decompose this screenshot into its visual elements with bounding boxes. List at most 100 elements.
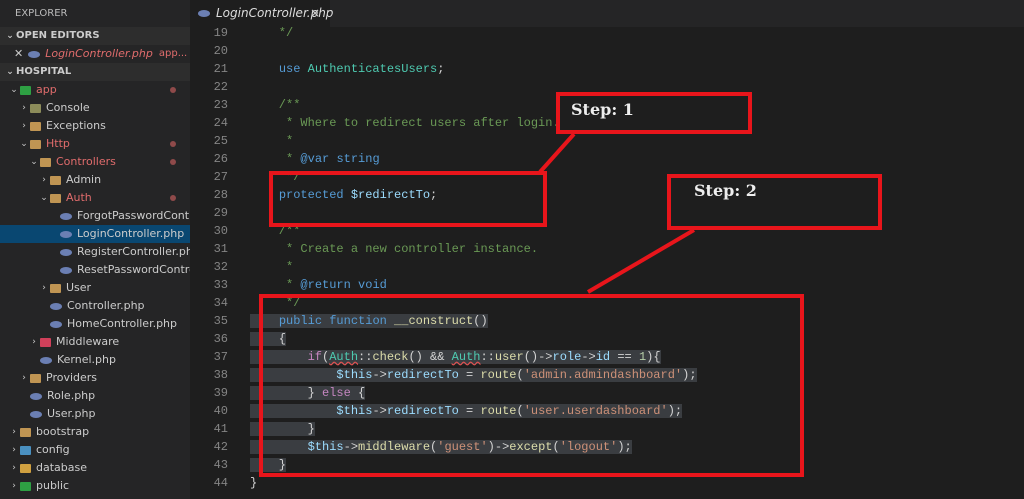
close-icon[interactable]: ✕ xyxy=(14,47,24,60)
tree-item[interactable]: Controller.php xyxy=(0,297,190,315)
chevron-down-icon[interactable]: ⌄ xyxy=(30,157,38,167)
tree-item-label: Role.php xyxy=(47,389,96,402)
tree-item[interactable]: HomeController.php xyxy=(0,315,190,333)
tree-item-label: Auth xyxy=(66,191,92,204)
code-token: $redirectTo xyxy=(350,188,431,202)
tree-item[interactable]: ResetPasswordControll... xyxy=(0,261,190,279)
chevron-right-icon[interactable]: › xyxy=(12,445,16,455)
code-line[interactable]: * Where to redirect users after login. xyxy=(250,114,560,132)
code-line[interactable]: public function __construct() xyxy=(250,312,488,330)
tree-item[interactable]: ›Providers xyxy=(0,369,190,387)
tab-login-controller[interactable]: LoginController.php × xyxy=(190,0,334,27)
tree-item[interactable]: LoginController.php2 xyxy=(0,225,190,243)
php-file-icon xyxy=(60,212,72,220)
open-editor-filename: LoginController.php xyxy=(45,47,153,60)
code-line[interactable]: * xyxy=(250,258,293,276)
code-line[interactable]: * @var string xyxy=(250,150,380,168)
line-number: 29 xyxy=(213,206,228,220)
file-tree: ⌄app›Console›Exceptions⌄Http⌄Controllers… xyxy=(0,81,190,495)
code-line[interactable]: * xyxy=(250,132,293,150)
code-token: * Where to redirect users after login. xyxy=(250,116,560,130)
folder-icon xyxy=(50,175,61,185)
chevron-right-icon[interactable]: › xyxy=(42,175,46,185)
code-line[interactable]: } xyxy=(250,420,315,438)
tree-item[interactable]: ›Exceptions xyxy=(0,117,190,135)
tree-item-label: Controller.php xyxy=(67,299,145,312)
problem-count: 2 xyxy=(189,225,190,243)
tree-item[interactable]: ⌄ Auth xyxy=(0,189,190,207)
tree-item[interactable]: ⌄Controllers xyxy=(0,153,190,171)
code-token: ()-> xyxy=(523,350,553,364)
tab-label: LoginController.php xyxy=(216,6,334,20)
code-line[interactable]: * @return void xyxy=(250,276,387,294)
chevron-down-icon[interactable]: ⌄ xyxy=(20,139,28,149)
open-editor-path: app... xyxy=(158,48,188,59)
tree-item[interactable]: ⌄Http xyxy=(0,135,190,153)
tree-item[interactable]: Role.php xyxy=(0,387,190,405)
code-line[interactable]: $this->redirectTo = route('user.userdash… xyxy=(250,402,683,420)
code-token: } xyxy=(250,422,315,436)
chevron-right-icon[interactable]: › xyxy=(42,283,46,293)
code-line[interactable]: $this->middleware('guest')->except('logo… xyxy=(250,438,632,456)
tree-item[interactable]: › Middleware xyxy=(0,333,190,351)
tree-item-label: Middleware xyxy=(56,335,120,348)
code-line[interactable]: } xyxy=(250,474,257,492)
tree-item[interactable]: ›config xyxy=(0,441,190,459)
code-line[interactable]: /** xyxy=(250,222,301,240)
tree-item[interactable]: ›Admin xyxy=(0,171,190,189)
tree-item-label: ResetPasswordControll... xyxy=(77,263,190,276)
code-line[interactable]: $this->redirectTo = route('admin.adminda… xyxy=(250,366,697,384)
chevron-right-icon[interactable]: › xyxy=(22,373,26,383)
code-line[interactable]: /** xyxy=(250,96,301,114)
chevron-right-icon[interactable]: › xyxy=(12,463,16,473)
open-editors-header[interactable]: ⌄OPEN EDITORS xyxy=(0,27,190,45)
project-header[interactable]: ⌄HOSPITAL xyxy=(0,63,190,81)
tree-item[interactable]: ›public xyxy=(0,477,190,495)
php-file-icon xyxy=(30,410,42,418)
code-token: protected xyxy=(278,188,344,202)
line-number: 32 xyxy=(213,260,228,274)
step1-label-box xyxy=(556,92,752,134)
line-number: 28 xyxy=(213,188,228,202)
chevron-down-icon[interactable]: ⌄ xyxy=(40,193,48,203)
tree-item[interactable]: ›database xyxy=(0,459,190,477)
code-token: */ xyxy=(250,26,294,40)
tree-item[interactable]: ForgotPasswordContro... xyxy=(0,207,190,225)
chevron-right-icon[interactable]: › xyxy=(32,337,36,347)
open-editor-item[interactable]: ✕ LoginController.php app... 2 xyxy=(0,45,190,63)
close-tab-icon[interactable]: × xyxy=(309,6,320,20)
tree-item[interactable]: Kernel.php xyxy=(0,351,190,369)
code-line[interactable]: * Create a new controller instance. xyxy=(250,240,538,258)
tree-item[interactable]: ⌄app xyxy=(0,81,190,99)
tree-item[interactable]: ›bootstrap xyxy=(0,423,190,441)
folder-icon xyxy=(20,463,31,473)
code-line[interactable]: protected $redirectTo; xyxy=(250,186,437,204)
code-token: 1 xyxy=(638,350,647,364)
code-line[interactable]: */ xyxy=(250,24,293,42)
tree-item-label: HomeController.php xyxy=(67,317,178,330)
php-file-icon xyxy=(198,10,210,17)
chevron-right-icon[interactable]: › xyxy=(12,427,16,437)
code-token: } xyxy=(250,476,258,490)
code-line[interactable]: if(Auth::check() && Auth::user()->role->… xyxy=(250,348,661,366)
tree-item[interactable]: RegisterController.php xyxy=(0,243,190,261)
folder-icon xyxy=(50,283,61,293)
chevron-right-icon[interactable]: › xyxy=(12,481,16,491)
chevron-right-icon[interactable]: › xyxy=(22,121,26,131)
code-line[interactable]: use AuthenticatesUsers; xyxy=(250,60,445,78)
tree-item[interactable]: ›Console xyxy=(0,99,190,117)
code-token: role xyxy=(552,350,582,364)
tree-item[interactable]: User.php xyxy=(0,405,190,423)
chevron-down-icon[interactable]: ⌄ xyxy=(10,85,18,95)
open-editors-label: OPEN EDITORS xyxy=(16,30,100,41)
code-token: use xyxy=(278,62,301,76)
chevron-right-icon[interactable]: › xyxy=(22,103,26,113)
code-token: ); xyxy=(667,404,683,418)
tree-item[interactable]: ›User xyxy=(0,279,190,297)
code-token: Auth xyxy=(451,350,481,364)
code-line[interactable]: } else { xyxy=(250,384,366,402)
tree-item-label: Kernel.php xyxy=(57,353,116,366)
code-line[interactable]: */ xyxy=(250,294,300,312)
code-token: ; xyxy=(430,188,438,202)
